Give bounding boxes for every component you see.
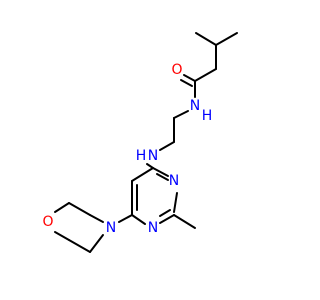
bond-n-pyrimidine	[146, 163, 154, 169]
bond-c6-morpholine-n	[118, 214, 133, 223]
atom-n-morpholine: N	[106, 220, 116, 236]
bond-ring-n3-c2	[173, 192, 178, 213]
bond-carbonyl-o-a	[183, 74, 196, 82]
atom-label-layer: O N H N H N N N O	[42, 62, 212, 236]
bond-ch-methyl2	[215, 32, 238, 46]
bond-ring-c5-c4	[131, 167, 154, 182]
bond-ring-c4-n3	[152, 167, 169, 177]
bond-ch2b-n	[159, 141, 175, 151]
atom-n-amide-hydrogen: H	[202, 108, 213, 124]
atom-n-ring-bottom: N	[148, 220, 158, 236]
bond-ring-n1-c6	[131, 214, 146, 225]
bond-ring-c4-n3-inner	[156, 173, 169, 181]
bond-morpholine-c3-c4	[68, 239, 91, 253]
molecule-structure-diagram: O N H N H N N N O	[42, 32, 238, 253]
atom-o-morpholine: O	[42, 214, 53, 230]
bond-morpholine-c1-c2	[68, 202, 91, 216]
molecule-svg: O N H N H N N N O	[42, 32, 238, 253]
atom-o-carbonyl: O	[171, 62, 182, 78]
bond-morpholine-c2-o	[54, 202, 70, 213]
bond-n-ch2a	[173, 110, 189, 119]
bond-methyl1-ch	[195, 32, 217, 46]
bond-ring-c2-methyl	[173, 214, 196, 229]
atom-n-ring-top: N	[169, 173, 179, 189]
atom-n-amine-hydrogen: H	[136, 148, 147, 164]
atom-n-amine: N	[148, 148, 158, 164]
bond-morpholine-o-c3	[54, 231, 70, 241]
bond-ring-c2-n1	[159, 214, 175, 224]
bond-ch2-carbonyl	[194, 68, 217, 82]
bond-layer	[54, 32, 238, 253]
bond-morpholine-n-c1	[89, 214, 104, 223]
bond-carbonyl-o-b	[180, 79, 193, 87]
bond-morpholine-c4-n	[89, 234, 104, 253]
atom-n-amide: N	[190, 98, 200, 114]
bond-ring-c2-n1-inner	[159, 209, 171, 217]
